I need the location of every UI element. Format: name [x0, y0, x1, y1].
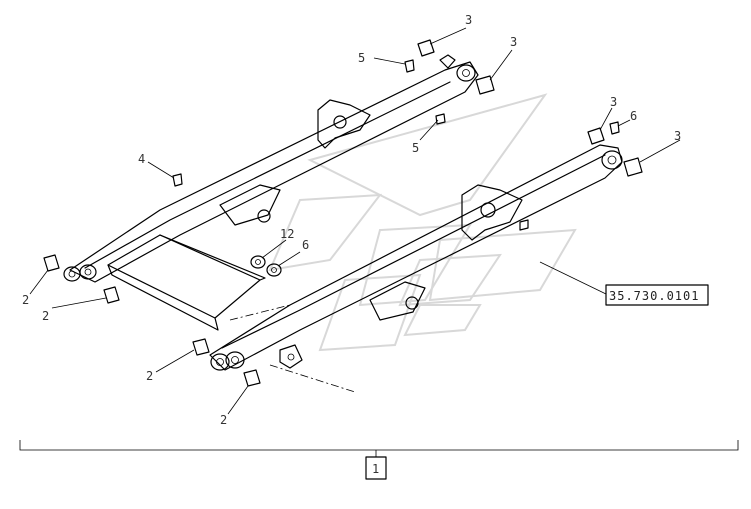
assembly-bracket: 1 — [19, 440, 739, 480]
reference-box: 35.730.0101 — [605, 284, 709, 306]
callout-3: 3 — [510, 35, 517, 49]
callout-4: 4 — [138, 152, 145, 166]
hardware-items — [172, 59, 620, 277]
bushing-parts-3 — [417, 39, 643, 177]
assembly-item-label: 1 — [372, 462, 379, 476]
callout-6: 6 — [302, 238, 309, 252]
callout-labels: 3 3 5 5 4 3 6 3 12 6 2 2 2 2 — [22, 13, 681, 427]
callout-2: 2 — [220, 413, 227, 427]
cross-member — [107, 234, 356, 393]
watermark-logo — [268, 93, 577, 352]
right-arm — [209, 144, 623, 371]
left-arm — [63, 54, 479, 283]
callout-5: 5 — [358, 51, 365, 65]
callout-12: 12 — [280, 227, 294, 241]
callout-2: 2 — [42, 309, 49, 323]
callout-6: 6 — [630, 109, 637, 123]
callout-2: 2 — [146, 369, 153, 383]
callout-2: 2 — [22, 293, 29, 307]
callout-3: 3 — [465, 13, 472, 27]
bushing-parts-2 — [43, 254, 261, 387]
callout-3: 3 — [674, 129, 681, 143]
callout-3: 3 — [610, 95, 617, 109]
callout-5: 5 — [412, 141, 419, 155]
leader-lines — [29, 27, 681, 415]
reference-number: 35.730.0101 — [609, 289, 699, 303]
